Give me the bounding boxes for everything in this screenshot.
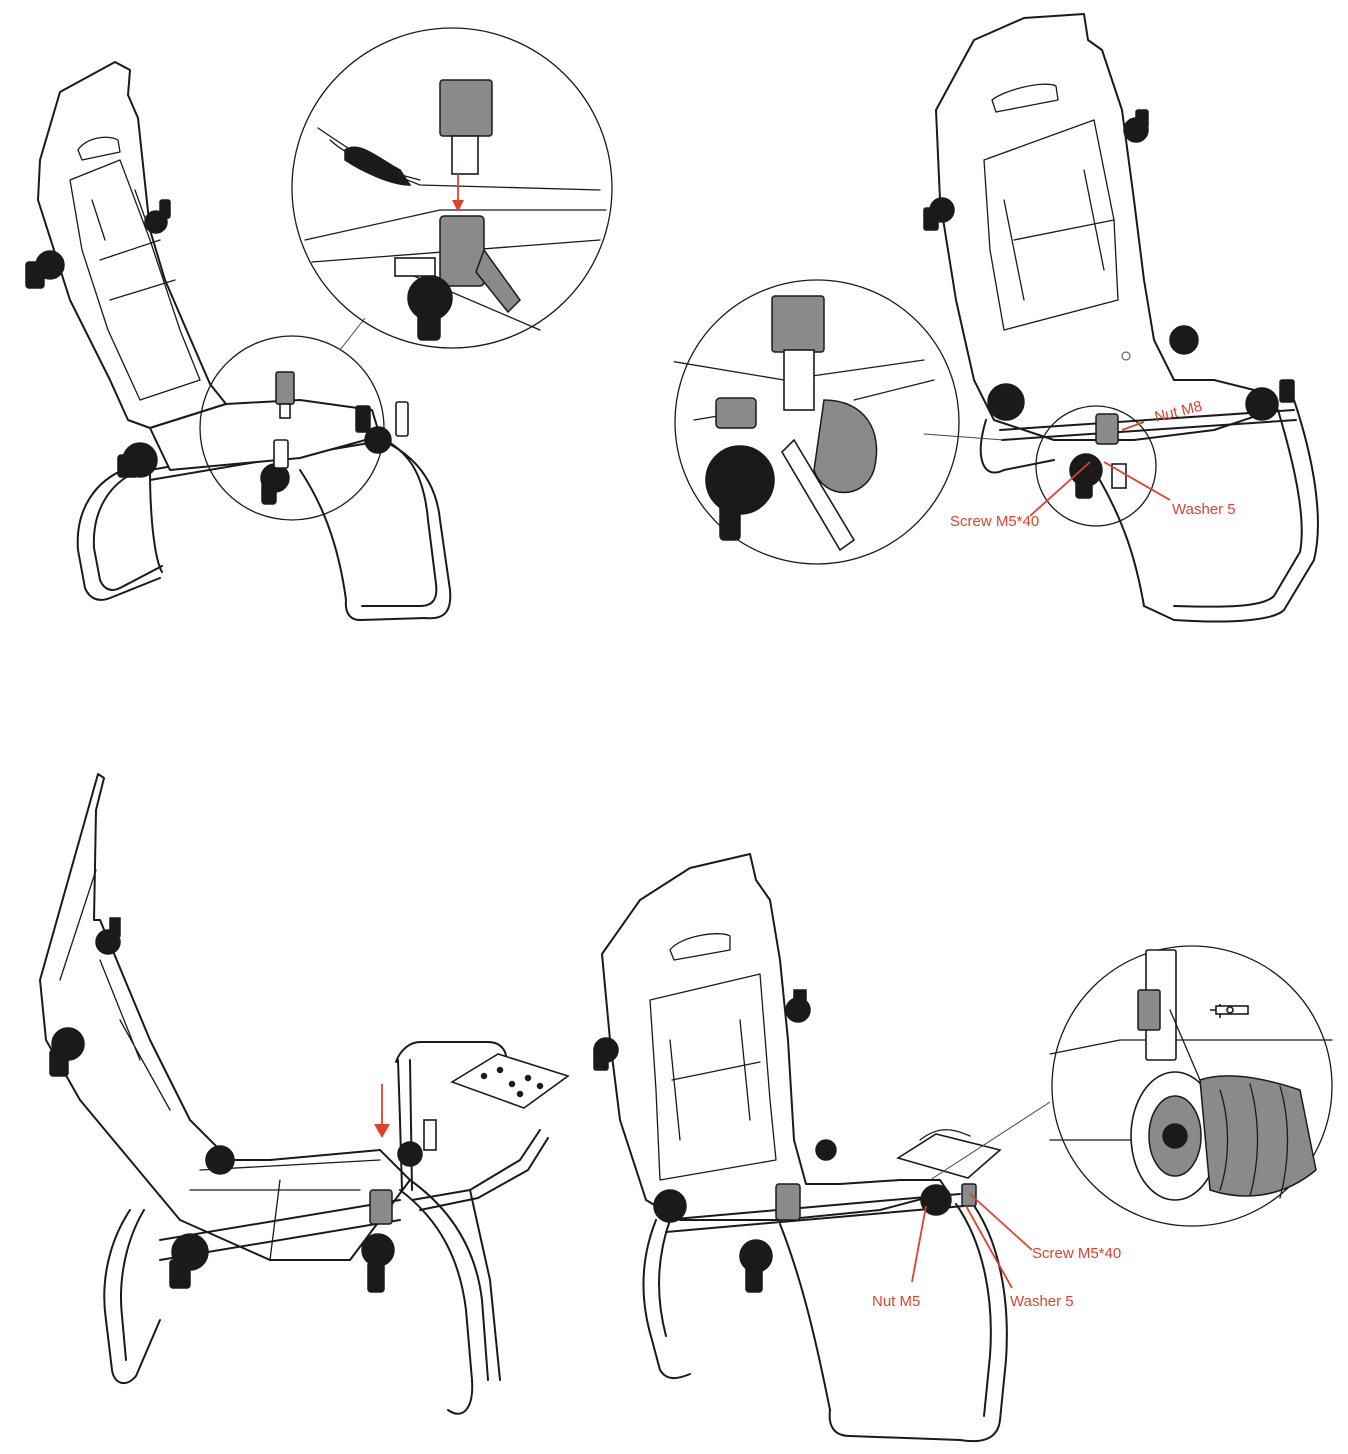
detail-ring-small [1035,405,1157,527]
callout-nut-m5: Nut M5 [872,1205,927,1310]
callout-screw-m5x40: Screw M5*40 [969,1193,1121,1262]
detail-ring-small [199,335,385,521]
label-screw-m5x40: Screw M5*40 [950,513,1039,530]
insert-arrow [374,1084,390,1138]
label-washer-5: Washer 5 [1172,501,1236,518]
callout-washer-5: Washer 5 [965,1205,1074,1310]
seat-frame-3 [39,773,570,1415]
seat-frame-4 [593,853,1008,1443]
pedal-plate [896,1133,1002,1179]
callout-screw-m5x40: Screw M5*40 [950,461,1091,530]
seat-frame-2 [923,13,1319,623]
panel-step-4: Screw M5*40 Nut M5 Washer 5 [593,853,1333,1443]
label-screw-m5x40: Screw M5*40 [1032,1245,1121,1262]
panel-step-1 [25,27,613,621]
label-nut-m5: Nut M5 [872,1293,920,1310]
callout-washer-5: Washer 5 [1103,461,1236,518]
panel-step-2: Nut M8 Screw M5*40 Washer 5 [674,13,1319,623]
panel-step-3 [39,773,570,1415]
seat-frame-1 [25,61,452,621]
pedal-plate [450,1053,570,1109]
label-washer-5: Washer 5 [1010,1293,1074,1310]
detail-bubble-1 [291,27,613,349]
clamp-knob [25,199,409,505]
detail-bubble-4 [1049,945,1333,1227]
detail-bubble-2 [674,279,960,565]
